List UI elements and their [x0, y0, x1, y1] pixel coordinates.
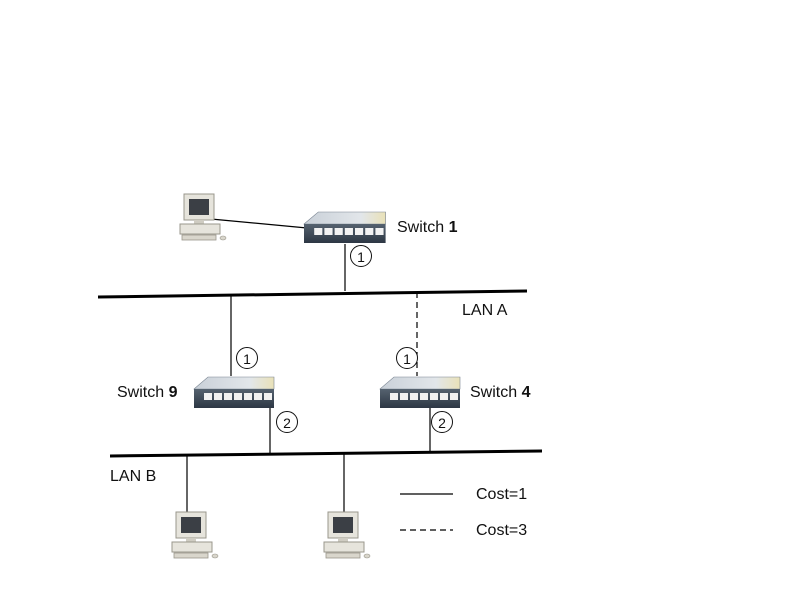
- switch-9-prefix: Switch: [117, 384, 169, 401]
- port-switch9-lan-a: 1: [236, 347, 258, 369]
- switch-9-label: Switch 9: [117, 384, 177, 402]
- switch-4-icon: [379, 376, 461, 409]
- lan-a-segment: [97, 289, 528, 299]
- computer-lan-b-right-icon: [323, 511, 371, 559]
- lan-b-segment: [109, 449, 543, 458]
- lan-b-label: LAN B: [110, 468, 157, 485]
- link-pc-switch1: [210, 218, 308, 229]
- switch-9-icon: [193, 376, 275, 409]
- computer-lan-b-left-icon: [171, 511, 219, 559]
- switch-4-number: 4: [521, 384, 531, 401]
- switch-4-label: Switch 4: [470, 384, 530, 402]
- legend-solid-label: Cost=1: [476, 486, 528, 503]
- switch-1-prefix: Switch: [397, 219, 449, 236]
- lan-a-label: LAN A: [462, 302, 508, 319]
- switch-1-label: Switch 1: [397, 219, 457, 237]
- switch-9-number: 9: [168, 384, 178, 401]
- port-switch4-lan-b: 2: [431, 411, 453, 433]
- switch-1-icon: [303, 211, 387, 244]
- switch-4-prefix: Switch: [470, 384, 522, 401]
- port-switch1-lan-a: 1: [350, 245, 372, 267]
- switch-1-number: 1: [448, 219, 458, 236]
- port-switch9-lan-b: 2: [276, 411, 298, 433]
- legend-dashed-label: Cost=3: [476, 522, 528, 539]
- computer-top-icon: [179, 193, 227, 241]
- port-switch4-lan-a: 1: [396, 347, 418, 369]
